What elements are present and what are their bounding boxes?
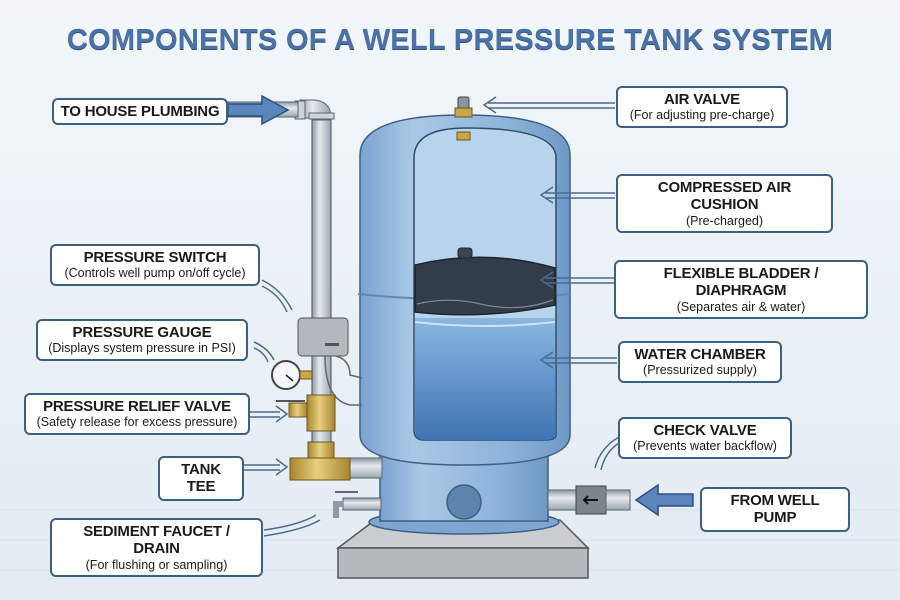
label-subtitle: (Separates air & water) xyxy=(676,299,806,314)
label-pressure-switch: PRESSURE SWITCH (Controls well pump on/o… xyxy=(50,244,260,286)
label-title: COMPRESSED AIR CUSHION xyxy=(657,179,792,214)
label-subtitle: (Prevents water backflow) xyxy=(633,439,777,454)
to-house-arrow xyxy=(227,94,290,126)
label-title: TO HOUSE PLUMBING xyxy=(60,103,220,120)
from-pump-arrow xyxy=(634,483,694,517)
relief-valve xyxy=(276,394,336,432)
label-subtitle: (For adjusting pre-charge) xyxy=(629,108,775,123)
label-compressed-air-cushion: COMPRESSED AIR CUSHION (Pre-charged) xyxy=(616,174,833,233)
label-flexible-bladder: FLEXIBLE BLADDER / DIAPHRAGM (Separates … xyxy=(614,260,868,319)
label-subtitle: (For flushing or sampling) xyxy=(85,557,228,572)
label-subtitle: (Safety release for excess pressure) xyxy=(36,415,238,430)
label-tank-tee: TANK TEE xyxy=(158,456,244,501)
label-title: AIR VALVE xyxy=(664,91,740,108)
tank-stand xyxy=(368,454,560,535)
label-water-chamber: WATER CHAMBER (Pressurized supply) xyxy=(618,341,782,383)
label-title: SEDIMENT FAUCET / DRAIN xyxy=(83,523,230,558)
diagram-title: COMPONENTS OF A WELL PRESSURE TANK SYSTE… xyxy=(66,24,834,56)
label-subtitle: (Pre-charged) xyxy=(685,213,764,228)
label-title: PRESSURE SWITCH xyxy=(83,249,227,266)
pressure-switch xyxy=(297,317,363,406)
label-title: CHECK VALVE xyxy=(653,422,757,439)
supply-pipe xyxy=(227,99,383,479)
callout-arrows xyxy=(240,96,620,537)
pressure-gauge xyxy=(271,360,313,390)
label-subtitle: (Controls well pump on/off cycle) xyxy=(64,266,246,281)
label-pressure-gauge: PRESSURE GAUGE (Displays system pressure… xyxy=(36,319,248,361)
label-subtitle: (Displays system pressure in PSI) xyxy=(48,341,236,356)
label-to-house-plumbing: TO HOUSE PLUMBING xyxy=(52,98,228,126)
pressure-tank xyxy=(357,96,571,466)
label-title: FROM WELL PUMP xyxy=(730,492,820,527)
label-pressure-relief-valve: PRESSURE RELIEF VALVE (Safety release fo… xyxy=(24,393,250,435)
sediment-faucet xyxy=(333,491,382,518)
label-title: FLEXIBLE BLADDER / DIAPHRAGM xyxy=(663,265,819,300)
label-air-valve: AIR VALVE (For adjusting pre-charge) xyxy=(616,86,788,128)
label-title: WATER CHAMBER xyxy=(634,346,766,363)
label-sediment-faucet: SEDIMENT FAUCET / DRAIN (For flushing or… xyxy=(50,518,263,577)
label-title: TANK TEE xyxy=(181,461,221,496)
label-from-well-pump: FROM WELL PUMP xyxy=(700,487,850,532)
label-title: PRESSURE RELIEF VALVE xyxy=(43,398,231,415)
label-check-valve: CHECK VALVE (Prevents water backflow) xyxy=(618,417,792,459)
label-subtitle: (Pressurized supply) xyxy=(643,363,757,378)
check-valve xyxy=(547,485,631,515)
tank-tee xyxy=(289,441,351,481)
label-title: PRESSURE GAUGE xyxy=(72,324,212,341)
